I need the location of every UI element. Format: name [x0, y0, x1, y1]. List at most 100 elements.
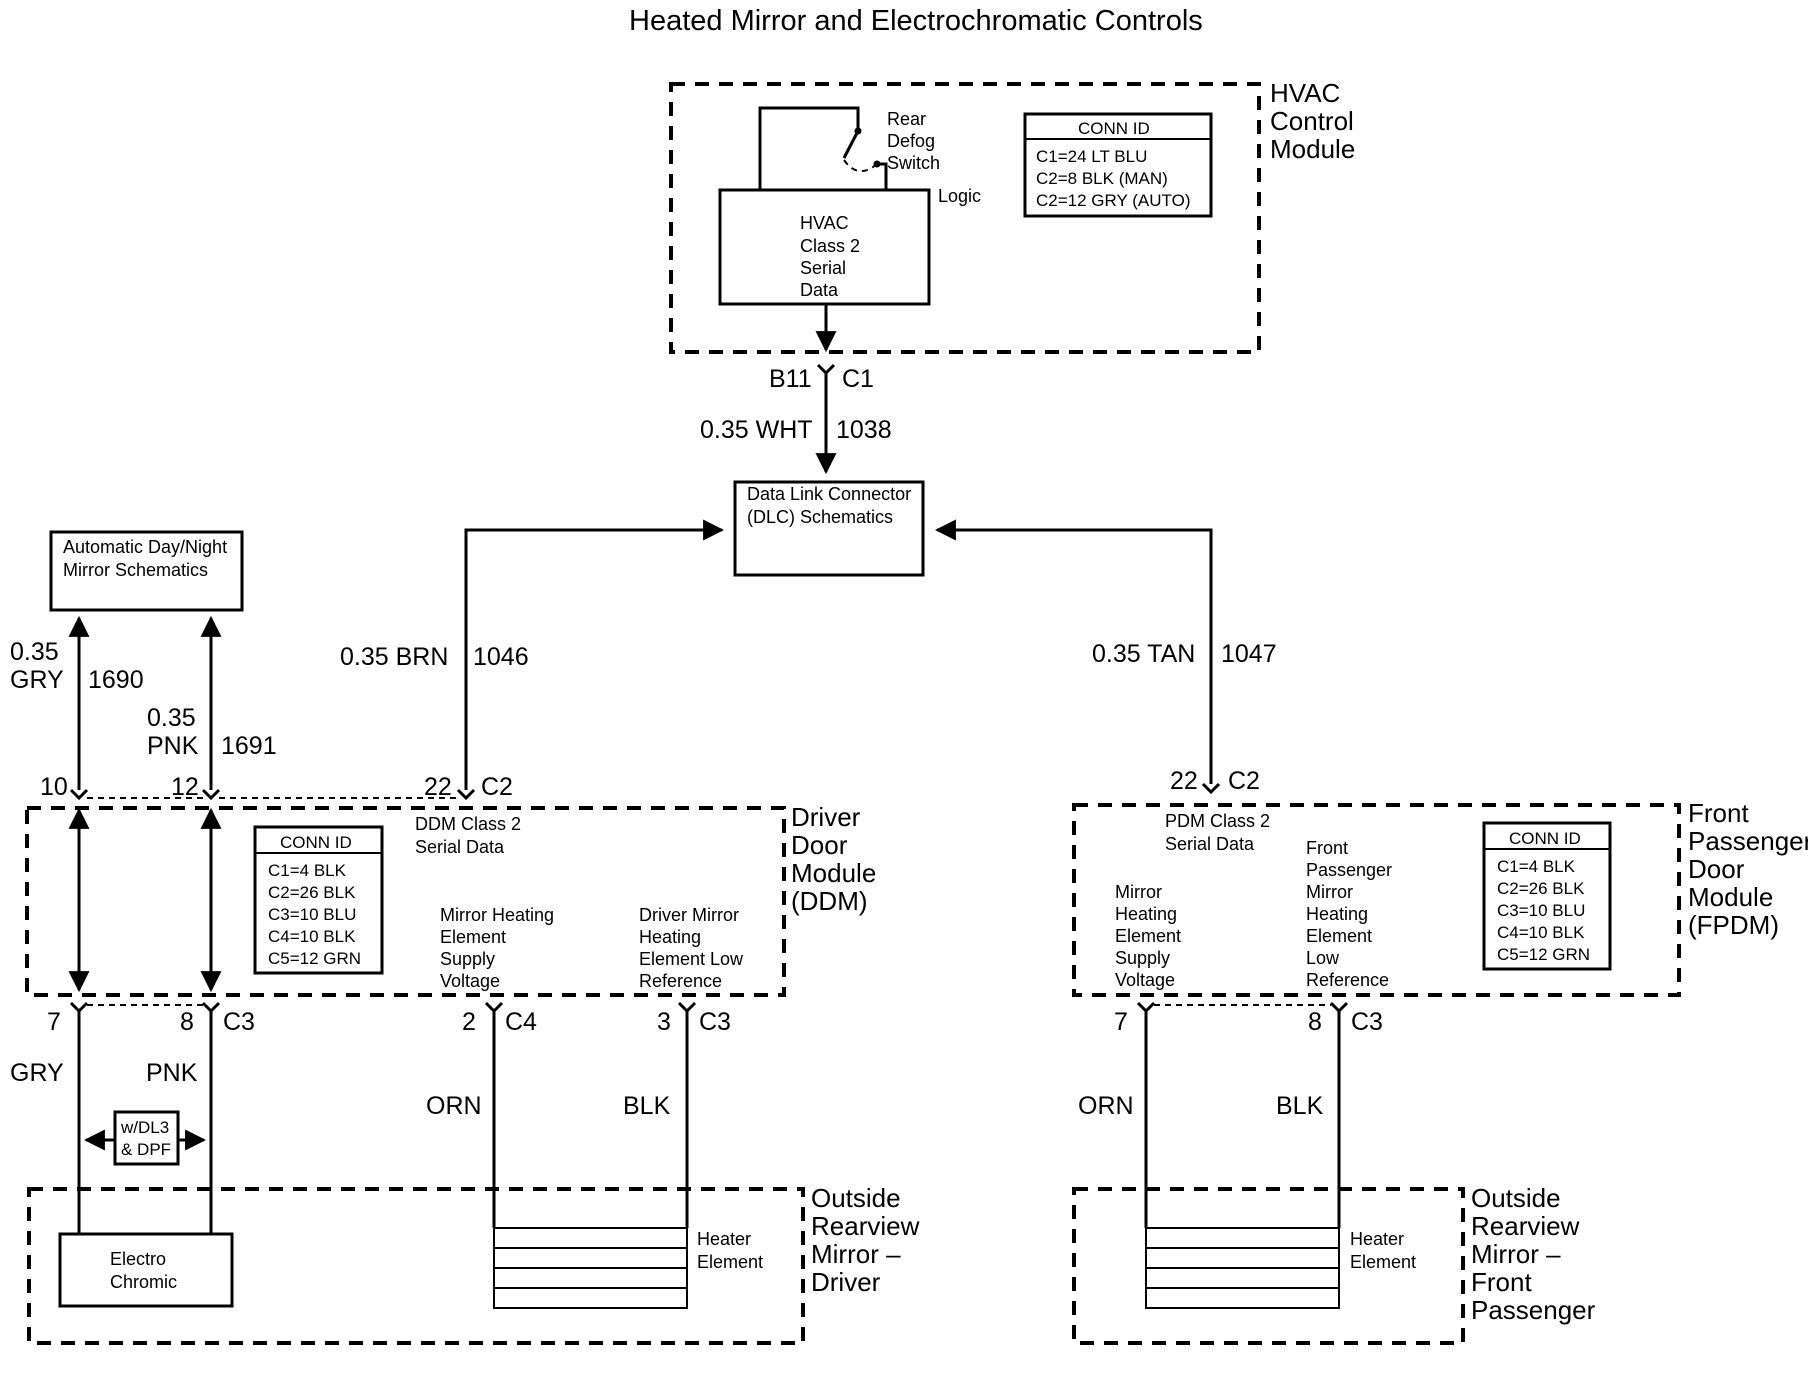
ddm-lowref-label-4: Reference	[639, 971, 722, 991]
wire-1690-gauge: 0.35	[10, 638, 59, 666]
ddm-conn-c3b: C3	[699, 1008, 731, 1036]
passenger-mirror-name-3: Mirror –	[1471, 1239, 1561, 1269]
rear-defog-switch	[758, 106, 888, 190]
outside-rearview-mirror-driver: Outside Rearview Mirror – Driver Electro…	[27, 1183, 920, 1345]
ddm-conn-id-4: C4=10 BLK	[268, 927, 356, 946]
fpdm-boundary	[1072, 803, 1681, 997]
wire-blk-passenger-label: BLK	[1276, 1092, 1324, 1120]
wire-1691-gauge: 0.35	[147, 704, 196, 732]
driver-mirror-boundary	[27, 1187, 805, 1345]
fpdm-supply-label-4: Supply	[1115, 948, 1170, 968]
hvac-conn-c1: C1	[842, 365, 874, 393]
fpdm-supply-label-5: Voltage	[1115, 970, 1175, 990]
fpdm-lowref-label-5: Element	[1306, 926, 1372, 946]
passenger-mirror-name-4: Front	[1471, 1267, 1532, 1297]
hvac-module-name-2: Control	[1270, 106, 1354, 136]
dlc-schematics-box: Data Link Connector (DLC) Schematics	[733, 480, 925, 577]
driver-mirror-name-2: Rearview	[811, 1211, 920, 1241]
auto-mirror-line-2: Mirror Schematics	[63, 560, 208, 580]
passenger-mirror-boundary	[1072, 1187, 1465, 1345]
hvac-box-line-2: Class 2	[800, 236, 860, 256]
ddm-pin-2: 2	[462, 1008, 476, 1036]
fpdm-serial-label-1: PDM Class 2	[1165, 811, 1270, 831]
wire-gry-label: GRY	[10, 1059, 64, 1087]
hvac-conn-id-table: CONN ID C1=24 LT BLU C2=8 BLK (MAN) C2=1…	[1023, 112, 1213, 218]
fpdm-pin-7: 7	[1114, 1008, 1128, 1036]
ddm-conn-id-2: C2=26 BLK	[268, 883, 356, 902]
option-line-1: w/DL3	[120, 1118, 169, 1137]
switch-label-3: Switch	[887, 153, 940, 173]
hvac-module-boundary	[669, 82, 1261, 354]
fpdm-lowref-label-6: Low	[1306, 948, 1340, 968]
ddm-supply-label-2: Element	[440, 927, 506, 947]
fpdm-name-5: (FPDM)	[1688, 910, 1779, 940]
hvac-module-name-3: Module	[1270, 134, 1355, 164]
hvac-module-name-1: HVAC	[1270, 78, 1340, 108]
passenger-mirror-name-5: Passenger	[1471, 1295, 1596, 1325]
ddm-name-2: Door	[791, 830, 848, 860]
dlc-line-2: (DLC) Schematics	[747, 507, 893, 527]
option-dl3-dpf: w/DL3 & DPF	[83, 1110, 207, 1166]
wire-1047-circuit: 1047	[1221, 640, 1277, 668]
passenger-heater-label-1: Heater	[1350, 1229, 1404, 1249]
ddm-conn-id-3: C3=10 BLU	[268, 905, 356, 924]
electro-line-1: Electro	[110, 1249, 166, 1269]
ddm-conn-id-table: CONN ID C1=4 BLK C2=26 BLK C3=10 BLU C4=…	[253, 825, 384, 975]
option-line-2: & DPF	[121, 1140, 171, 1159]
ddm-supply-label-1: Mirror Heating	[440, 905, 554, 925]
ddm-pin-7: 7	[47, 1008, 61, 1036]
ddm-pin-10: 10	[40, 773, 68, 801]
wire-1046-color: 0.35 BRN	[340, 643, 448, 671]
wire-orn-passenger-label: ORN	[1078, 1092, 1134, 1120]
wire-1046	[464, 519, 725, 790]
ddm-lowref-label-2: Heating	[639, 927, 701, 947]
logic-label: Logic	[938, 186, 981, 206]
outside-rearview-mirror-passenger: Outside Rearview Mirror – Front Passenge…	[1072, 1183, 1596, 1345]
hvac-box-line-3: Serial	[800, 258, 846, 278]
fpdm-lowref-label-1: Front	[1306, 838, 1348, 858]
passenger-mirror-name-2: Rearview	[1471, 1211, 1580, 1241]
fpdm-conn-id-table: CONN ID C1=4 BLK C2=26 BLK C3=10 BLU C4=…	[1482, 821, 1612, 971]
driver-heater-element	[493, 1227, 688, 1309]
fpdm-conn-c3: C3	[1351, 1008, 1383, 1036]
driver-mirror-name-3: Mirror –	[811, 1239, 901, 1269]
ddm-conn-id-1: C1=4 BLK	[268, 861, 347, 880]
driver-mirror-name-4: Driver	[811, 1267, 881, 1297]
ddm-conn-id-5: C5=12 GRN	[268, 949, 361, 968]
wire-1047-color: 0.35 TAN	[1092, 640, 1195, 668]
fpdm-serial-label-2: Serial Data	[1165, 834, 1255, 854]
driver-mirror-name-1: Outside	[811, 1183, 901, 1213]
fpdm-name-1: Front	[1688, 798, 1749, 828]
ddm-pin-8: 8	[180, 1008, 194, 1036]
hvac-box-line-1: HVAC	[800, 213, 849, 233]
fpdm-conn-id-3: C3=10 BLU	[1497, 901, 1585, 920]
wire-1691-color: PNK	[147, 732, 199, 760]
fpdm-lowref-label-4: Heating	[1306, 904, 1368, 924]
switch-label-2: Defog	[887, 131, 935, 151]
ddm-pin-3: 3	[657, 1008, 671, 1036]
fpdm-supply-label-1: Mirror	[1115, 882, 1162, 902]
wire-1691-circuit: 1691	[221, 732, 277, 760]
hvac-control-module: HVAC Control Module Rear Defog Switch Lo…	[669, 78, 1355, 354]
dlc-line-1: Data Link Connector	[747, 484, 911, 504]
fpdm-conn-id-4: C4=10 BLK	[1497, 923, 1585, 942]
ddm-boundary	[25, 806, 786, 997]
hvac-pin-b11: B11	[769, 365, 812, 393]
ddm-lowref-label-3: Element Low	[639, 949, 744, 969]
fpdm-lowref-label-7: Reference	[1306, 970, 1389, 990]
passenger-mirror-name-1: Outside	[1471, 1183, 1561, 1213]
auto-day-night-mirror-box: Automatic Day/Night Mirror Schematics	[49, 530, 244, 612]
fpdm-name-2: Passenger	[1688, 826, 1808, 856]
ddm-serial-label-1: DDM Class 2	[415, 814, 521, 834]
fpdm-conn-id-title: CONN ID	[1509, 829, 1581, 848]
wire-1046-circuit: 1046	[473, 643, 529, 671]
fpdm-conn-id-1: C1=4 BLK	[1497, 857, 1576, 876]
wire-1690-circuit: 1690	[88, 666, 144, 694]
ddm-name-1: Driver	[791, 802, 861, 832]
fpdm-lowref-label-3: Mirror	[1306, 882, 1353, 902]
fpdm-name-3: Door	[1688, 854, 1745, 884]
hvac-conn-id-3: C2=12 GRY (AUTO)	[1036, 191, 1190, 210]
fpdm-conn-id-5: C5=12 GRN	[1497, 945, 1590, 964]
hvac-conn-id-1: C1=24 LT BLU	[1036, 147, 1147, 166]
